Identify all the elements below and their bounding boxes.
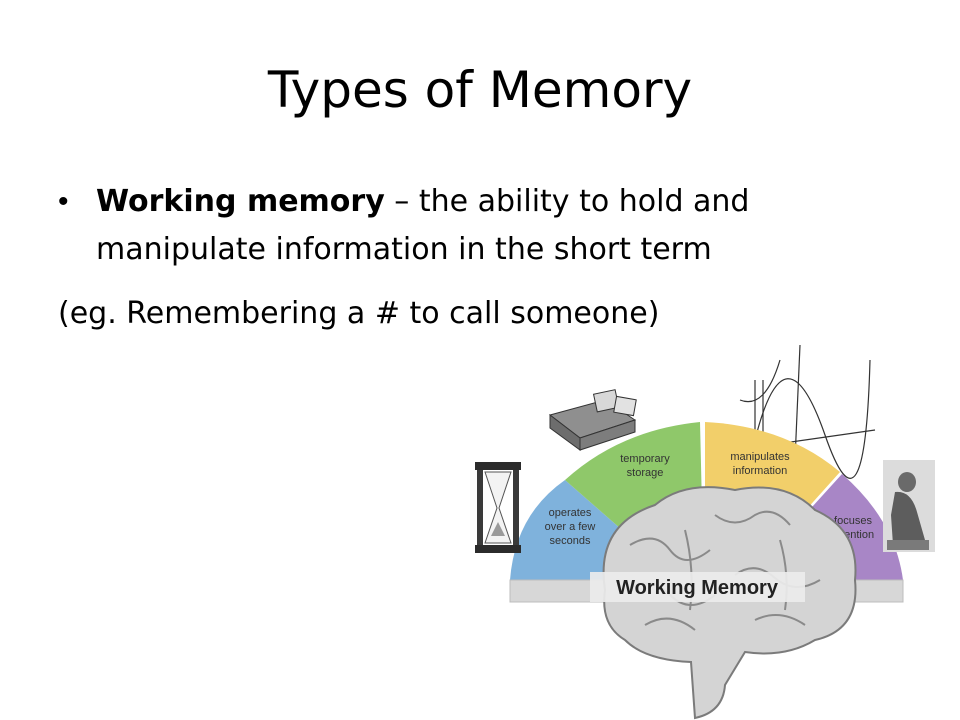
bullet-definition: – the ability to hold and manipulate inf… [96, 184, 750, 267]
slide-title: Types of Memory [267, 61, 693, 119]
segment-label-operates-1: operates [549, 507, 592, 519]
segment-label-focuses-1: focuses [834, 515, 872, 527]
graph-sketch-icon [734, 344, 876, 479]
bullet-dot-icon: • [58, 185, 69, 218]
banner-box [590, 572, 805, 602]
thinker-statue-icon [883, 460, 935, 552]
segment-label-operates-2: over a few [545, 521, 596, 533]
segment-label-manipulates-2: information [733, 465, 787, 477]
bullet-term: Working memory [96, 184, 385, 219]
brain-illustration [602, 486, 857, 720]
hourglass-icon [475, 462, 521, 553]
bullet-text: Working memory – the ability to hold and… [96, 178, 896, 274]
segment-label-storage-1: temporary [620, 453, 670, 465]
example-text: (eg. Remembering a # to call someone) [58, 296, 660, 331]
segment-label-operates-3: seconds [550, 535, 591, 547]
banner-label: Working Memory [616, 577, 779, 599]
segment-label-storage-2: storage [627, 467, 664, 479]
segment-label-manipulates-1: manipulates [730, 451, 790, 463]
working-memory-diagram: operates over a few seconds temporary st… [475, 344, 935, 720]
working-memory-figure: operates over a few seconds temporary st… [455, 340, 960, 720]
file-box-icon [548, 389, 637, 451]
